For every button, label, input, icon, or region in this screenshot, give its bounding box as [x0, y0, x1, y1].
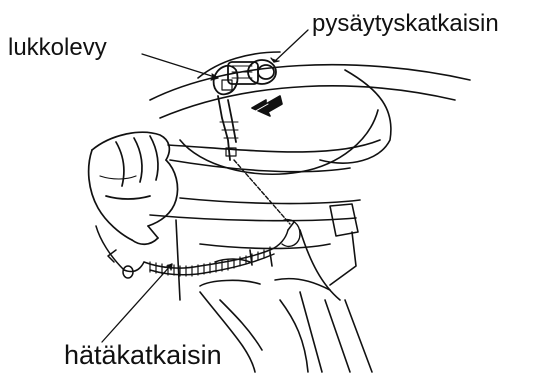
stop-switch-label: pysäytyskatkaisin [312, 12, 499, 36]
lanyard-icon [96, 222, 294, 278]
pull-arrow-icon [252, 96, 282, 116]
stop-switch-icon [228, 60, 276, 84]
lock-plate-label: lukkolevy [8, 36, 107, 60]
leader-lines [102, 30, 308, 342]
emergency-switch-label: hätäkatkaisin [64, 342, 222, 369]
lock-plate-icon [214, 66, 238, 160]
engine-housing [150, 65, 470, 372]
hand-icon [89, 132, 178, 244]
inset-view [180, 52, 378, 174]
